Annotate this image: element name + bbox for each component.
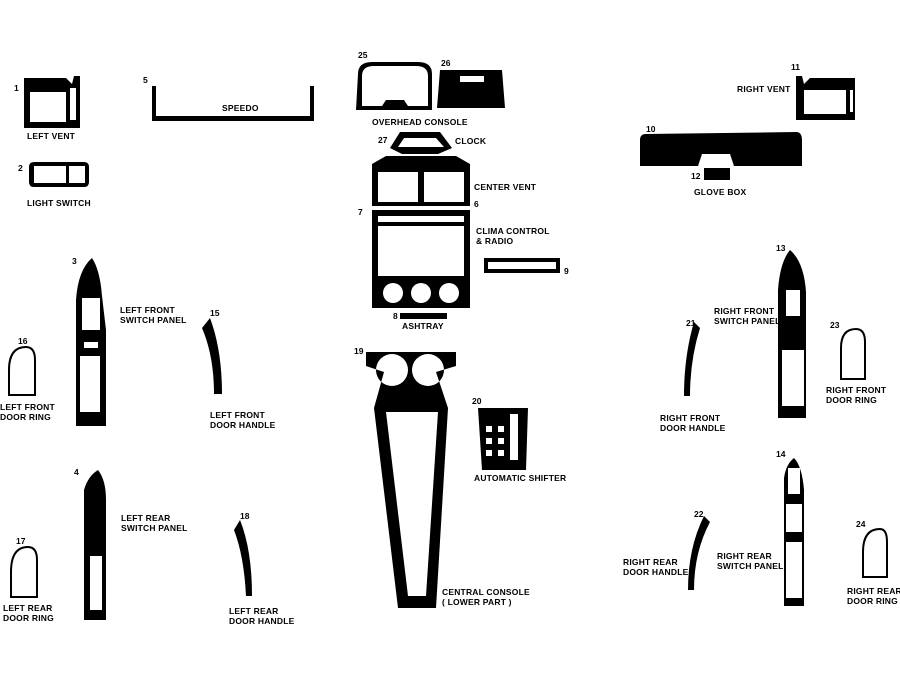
part-label-left-rear-door-handle: LEFT REAR DOOR HANDLE (229, 606, 295, 626)
part-number-right-front-switch-panel: 13 (776, 243, 786, 253)
part-number-overhead-console-2: 26 (441, 58, 451, 68)
part-label-left-front-door-ring: LEFT FRONT DOOR RING (0, 402, 55, 422)
part-right-vent (796, 76, 855, 120)
part-left-vent (24, 76, 80, 128)
part-label-clima-control: CLIMA CONTROL & RADIO (476, 226, 550, 246)
part-number-clock: 27 (378, 135, 388, 145)
part-radio-strip (484, 258, 560, 273)
part-label-overhead-console: OVERHEAD CONSOLE (372, 117, 468, 127)
part-label-left-rear-door-ring: LEFT REAR DOOR RING (3, 603, 54, 623)
part-number-right-front-door-handle: 21 (686, 318, 696, 328)
part-number-left-front-door-ring: 16 (18, 336, 28, 346)
part-right-rear-door-ring (862, 528, 888, 578)
part-number-automatic-shifter: 20 (472, 396, 482, 406)
part-center-vent (372, 156, 470, 206)
part-left-front-door-handle (202, 318, 222, 394)
part-glove-box (704, 168, 730, 180)
part-label-right-front-door-handle: RIGHT FRONT DOOR HANDLE (660, 413, 726, 433)
part-number-left-rear-door-handle: 18 (240, 511, 250, 521)
part-label-right-front-door-ring: RIGHT FRONT DOOR RING (826, 385, 887, 405)
part-number-glove-box: 12 (691, 171, 701, 181)
part-label-right-rear-door-ring: RIGHT REAR DOOR RING (847, 586, 900, 606)
part-number-left-rear-switch-panel: 4 (74, 467, 79, 477)
part-right-rear-door-handle (688, 516, 710, 590)
part-number-right-vent: 11 (791, 62, 800, 72)
part-left-rear-door-handle (234, 520, 252, 596)
part-overhead-console (356, 62, 432, 110)
part-label-right-rear-switch-panel: RIGHT REAR SWITCH PANEL (717, 551, 784, 571)
part-label-ashtray: ASHTRAY (402, 321, 444, 331)
part-label-right-rear-door-handle: RIGHT REAR DOOR HANDLE (623, 557, 689, 577)
part-number-center-vent: 6 (474, 199, 479, 209)
part-automatic-shifter (478, 408, 528, 470)
part-label-left-front-door-handle: LEFT FRONT DOOR HANDLE (210, 410, 276, 430)
part-number-left-rear-door-ring: 17 (16, 536, 26, 546)
part-label-left-rear-switch-panel: LEFT REAR SWITCH PANEL (121, 513, 188, 533)
part-right-rear-switch-panel (784, 458, 804, 606)
part-label-right-vent: RIGHT VENT (737, 84, 791, 94)
part-number-ashtray: 8 (393, 311, 398, 321)
part-label-central-console: CENTRAL CONSOLE ( LOWER PART ) (442, 587, 530, 607)
part-left-rear-switch-panel (84, 470, 106, 620)
part-number-overhead-console: 25 (358, 50, 368, 60)
part-overhead-console-2 (437, 70, 505, 108)
part-number-left-front-door-handle: 15 (210, 308, 220, 318)
part-number-light-switch: 2 (18, 163, 23, 173)
part-ashtray (400, 313, 447, 319)
part-left-rear-door-ring (10, 546, 38, 598)
part-number-right-rear-door-handle: 22 (694, 509, 704, 519)
part-number-right-rear-switch-panel: 14 (776, 449, 786, 459)
part-label-left-front-switch-panel: LEFT FRONT SWITCH PANEL (120, 305, 187, 325)
part-number-central-console: 19 (354, 346, 364, 356)
part-label-speedo: SPEEDO (222, 103, 259, 113)
part-right-front-switch-panel (778, 250, 806, 418)
part-number-right-front-door-ring: 23 (830, 320, 840, 330)
part-right-front-door-ring (840, 328, 866, 380)
part-number-right-rear-door-ring: 24 (856, 519, 866, 529)
part-number-left-vent: 1 (14, 83, 19, 93)
part-label-light-switch: LIGHT SWITCH (27, 198, 91, 208)
part-label-automatic-shifter: AUTOMATIC SHIFTER (474, 473, 567, 483)
part-dash-main (640, 132, 802, 166)
part-speedo (152, 86, 314, 121)
part-number-left-front-switch-panel: 3 (72, 256, 77, 266)
part-clima-control (372, 210, 470, 308)
part-number-speedo: 5 (143, 75, 148, 85)
part-number-radio-strip: 9 (564, 266, 569, 276)
part-left-front-door-ring (8, 346, 36, 396)
part-central-console (366, 352, 456, 608)
part-light-switch (29, 162, 89, 187)
part-left-front-switch-panel (76, 258, 106, 426)
part-clock (390, 132, 452, 154)
part-right-front-door-handle (684, 322, 700, 396)
part-label-clock: CLOCK (455, 136, 487, 146)
part-label-right-front-switch-panel: RIGHT FRONT SWITCH PANEL (714, 306, 781, 326)
part-number-dash-main: 10 (646, 124, 656, 134)
part-label-glove-box: GLOVE BOX (694, 187, 747, 197)
part-label-center-vent: CENTER VENT (474, 182, 537, 192)
part-number-clima-control: 7 (358, 207, 363, 217)
part-label-left-vent: LEFT VENT (27, 131, 76, 141)
